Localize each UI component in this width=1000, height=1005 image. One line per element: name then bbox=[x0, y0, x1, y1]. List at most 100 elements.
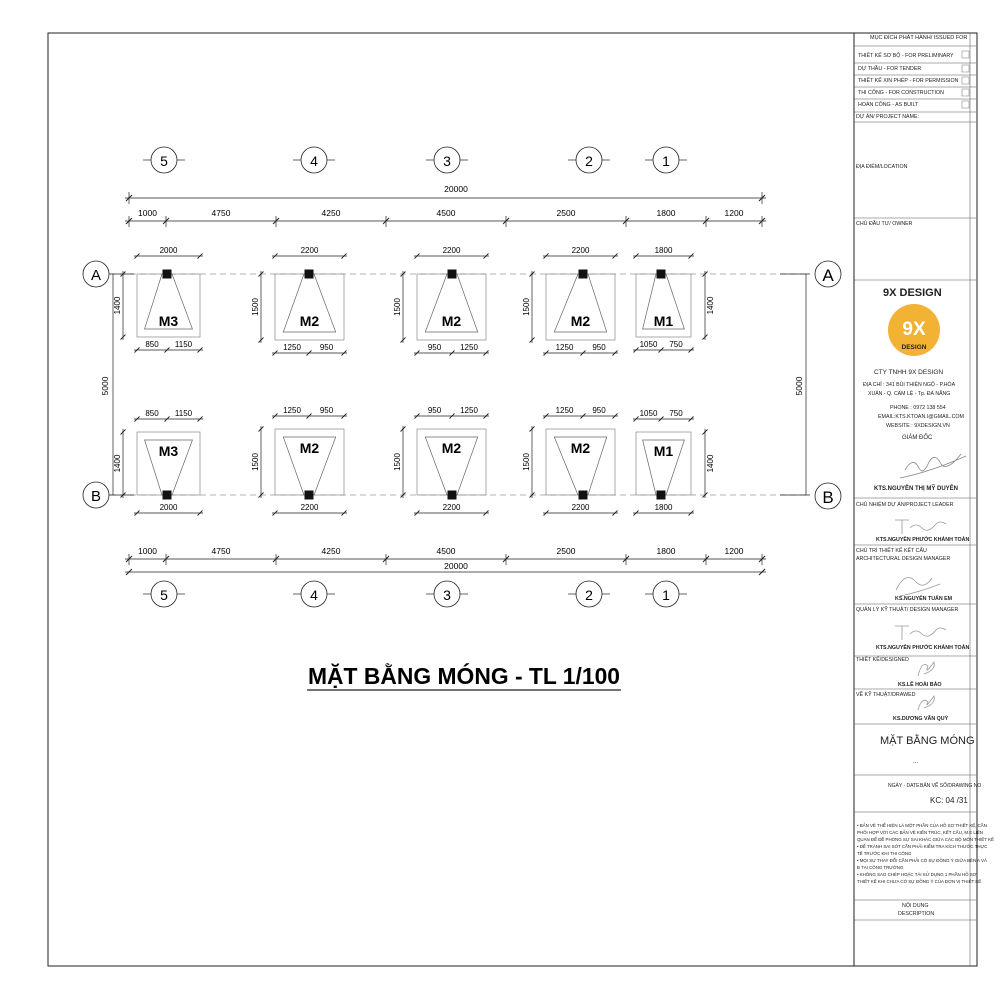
footing-height-label: 1500 bbox=[251, 453, 260, 471]
dim-tick bbox=[414, 253, 420, 259]
project-leader-label: CHỦ NHIỆM DỰ ÁN/PROJECT LEADER bbox=[856, 502, 954, 508]
axis-label-2: 2 bbox=[585, 587, 593, 603]
footing-outline bbox=[274, 428, 345, 496]
axis-bubble-5-top: 5 bbox=[143, 146, 185, 174]
chain-dim-label: 1200 bbox=[725, 208, 744, 218]
footing-label: M3 bbox=[159, 313, 179, 329]
company-name: CTY TNHH 9X DESIGN bbox=[874, 369, 944, 376]
plan-title: MẶT BẰNG MÓNG - TL 1/100 bbox=[308, 662, 620, 689]
column-square bbox=[578, 269, 588, 279]
dim-tick bbox=[341, 350, 347, 356]
footing-width-label: 2200 bbox=[572, 246, 590, 255]
drawn-name: KS.DƯƠNG VĂN QUÝ bbox=[893, 716, 949, 722]
footing-label: M1 bbox=[654, 313, 674, 329]
chain-dim-label: 4750 bbox=[212, 208, 231, 218]
signature-drawer bbox=[917, 695, 935, 711]
footing-width-label: 2200 bbox=[443, 246, 461, 255]
dim-tick bbox=[400, 426, 406, 432]
footing-outline bbox=[635, 431, 692, 496]
dim-tick bbox=[400, 271, 406, 277]
dim-tick bbox=[580, 350, 586, 356]
axis-bubble-1-top: 1 bbox=[645, 146, 687, 174]
dim-tick bbox=[258, 492, 264, 498]
dim-tick bbox=[688, 253, 694, 259]
side-dim-right-label: 5000 bbox=[794, 376, 804, 395]
designed-name: KS.LÊ HOÀI BẢO bbox=[898, 682, 942, 688]
note-line-9: THIẾT KẾ KHI CHƯA CÓ SỰ ĐỒNG Ý CỦA ĐƠN V… bbox=[857, 879, 982, 884]
dim-tick bbox=[272, 253, 278, 259]
footing-label: M2 bbox=[300, 440, 320, 456]
chain-dim-label: 2500 bbox=[557, 546, 576, 556]
column-square bbox=[447, 490, 457, 500]
note-line-8: • KHÔNG SAO CHÉP HOẶC TÁI SỬ DỤNG 1 PHẦN… bbox=[857, 872, 977, 877]
chain-dim-label: 4500 bbox=[437, 546, 456, 556]
chain-dim-label: 4250 bbox=[322, 546, 341, 556]
column-square bbox=[578, 490, 588, 500]
tech-manager-label: QUẢN LÝ KỸ THUẬT/ DESIGN MANAGER bbox=[856, 607, 959, 613]
dim-tick bbox=[612, 413, 618, 419]
drawing-no: KC: 04 /31 bbox=[930, 796, 968, 805]
issued-for-option-as-built[interactable]: HOÀN CÔNG - AS BUILT bbox=[858, 102, 919, 108]
footing-label: M2 bbox=[571, 440, 591, 456]
footing-label: M2 bbox=[442, 440, 462, 456]
note-line-6: • MỌI SỰ THAY ĐỔI CẦN PHẢI CÓ SỰ ĐỒNG Ý … bbox=[857, 858, 987, 863]
overall-dim-label-top: 20000 bbox=[444, 184, 468, 194]
dim-tick bbox=[134, 510, 140, 516]
dim-tick bbox=[414, 413, 420, 419]
dim-tick bbox=[272, 350, 278, 356]
footing-height-label: 1500 bbox=[251, 298, 260, 316]
dim-tick bbox=[164, 347, 170, 353]
chain-dim-label: 4500 bbox=[437, 208, 456, 218]
company-website: WEBSITE : 9XDESIGN.VN bbox=[886, 423, 950, 429]
note-line-3: QUAN ĐỂ ĐỀ PHÒNG SỰ SAI KHÁC GIỮA CÁC BỘ… bbox=[857, 837, 994, 842]
dim-tick bbox=[164, 416, 170, 422]
company-brand: 9X DESIGN bbox=[883, 287, 942, 299]
svg-text:B: B bbox=[822, 488, 833, 507]
dim-tick bbox=[529, 426, 535, 432]
dim-tick bbox=[197, 347, 203, 353]
issued-for-option-tender[interactable]: DỰ THẦU - FOR TENDER bbox=[858, 66, 922, 72]
axis-bubble-1-bottom: 1 bbox=[645, 580, 687, 608]
dim-tick bbox=[688, 510, 694, 516]
chain-dim-label: 1200 bbox=[725, 546, 744, 556]
svg-text:A: A bbox=[91, 267, 101, 284]
footing-split-left-label: 1050 bbox=[640, 340, 658, 349]
axis-label-4: 4 bbox=[310, 587, 318, 603]
drawing-title-sub: ... bbox=[913, 759, 919, 765]
dim-tick bbox=[702, 334, 708, 340]
footing-split-left-label: 850 bbox=[145, 340, 159, 349]
issued-for-option-permission[interactable]: THIẾT KẾ XIN PHÉP - FOR PERMISSION bbox=[858, 78, 959, 84]
dim-tick bbox=[258, 426, 264, 432]
column-square bbox=[447, 269, 457, 279]
issued-for-option-construction[interactable]: THI CÔNG - FOR CONSTRUCTION bbox=[858, 90, 944, 96]
footing-split-right-label: 1150 bbox=[175, 409, 193, 418]
drawing-no-label: BẢN VẼ SỐ/DRAWING NO bbox=[920, 783, 982, 789]
footing-split-left-label: 850 bbox=[145, 409, 159, 418]
dim-tick bbox=[543, 253, 549, 259]
dim-tick bbox=[483, 413, 489, 419]
dim-tick bbox=[120, 334, 126, 340]
company-logo bbox=[888, 304, 940, 356]
footing-height-label: 1400 bbox=[113, 296, 122, 314]
column-square bbox=[304, 269, 314, 279]
axis-label-5: 5 bbox=[160, 587, 168, 603]
axis-label-1: 1 bbox=[662, 153, 670, 169]
checkbox-squares bbox=[961, 50, 970, 109]
footing-split-right-label: 1250 bbox=[460, 406, 478, 415]
issued-for-header: MỤC ĐÍCH PHÁT HÀNH/ ISSUED FOR bbox=[870, 35, 968, 41]
title-block-lines bbox=[854, 45, 976, 921]
axis-label-4: 4 bbox=[310, 153, 318, 169]
issued-for-option-preliminary[interactable]: THIẾT KẾ SƠ BỘ - FOR PRELIMINARY bbox=[858, 53, 954, 59]
dim-tick bbox=[529, 492, 535, 498]
dim-tick bbox=[134, 253, 140, 259]
dim-tick bbox=[134, 347, 140, 353]
dim-tick bbox=[197, 253, 203, 259]
overall-dim-label-bottom: 20000 bbox=[444, 561, 468, 571]
dim-tick bbox=[688, 416, 694, 422]
